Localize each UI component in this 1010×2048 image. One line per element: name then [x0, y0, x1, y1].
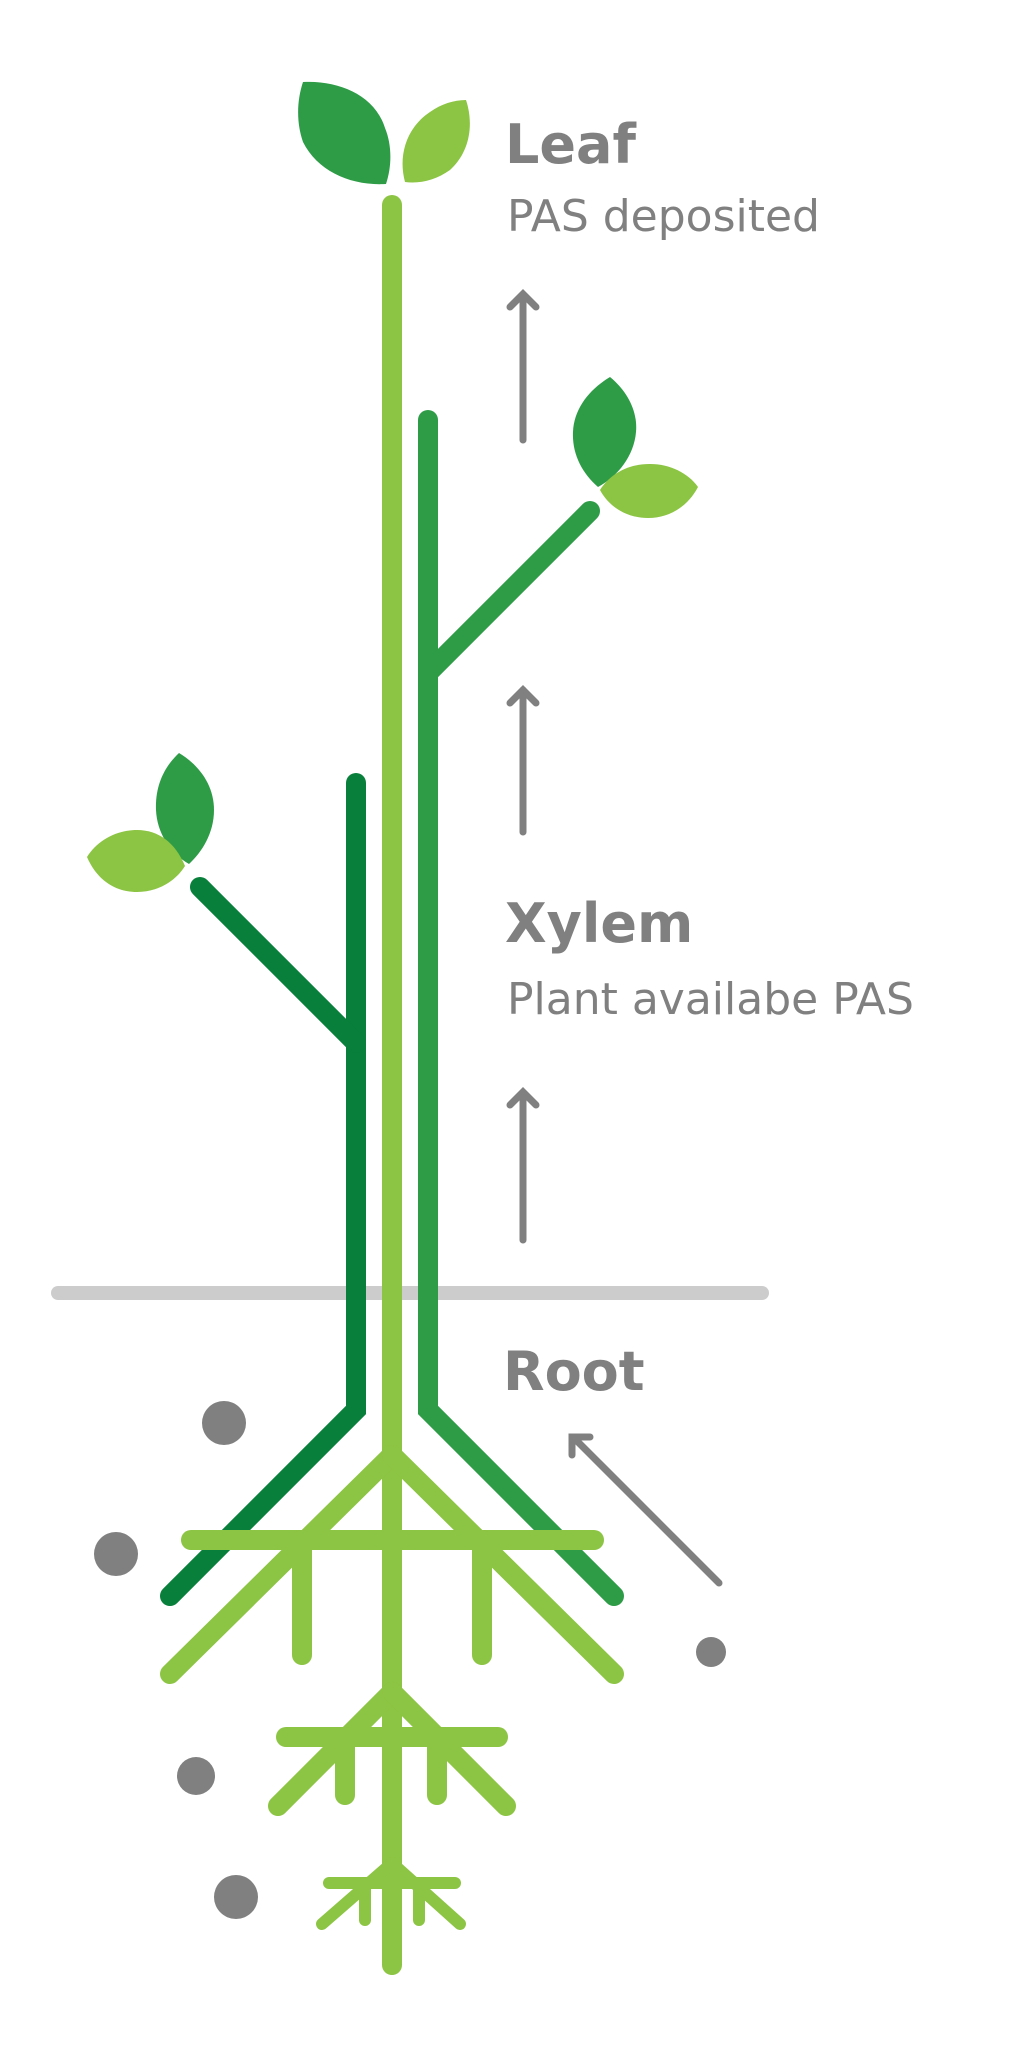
leaf-title: Leaf	[505, 113, 636, 176]
soil-particles	[94, 1401, 726, 1919]
dark-green-stem	[160, 773, 366, 1606]
lower-root-branches	[316, 1857, 466, 1930]
top-right-leaf	[402, 100, 470, 183]
soil-particle	[202, 1401, 246, 1445]
xylem-title: Xylem	[505, 892, 693, 955]
soil-particle	[214, 1875, 258, 1919]
upward-arrows	[506, 289, 723, 1587]
left-branch-dark-leaf	[155, 753, 214, 864]
xylem-subtitle: Plant availabe PAS	[507, 974, 914, 1025]
left-branch-light-leaf	[87, 830, 185, 892]
soil-particle	[177, 1757, 215, 1795]
root-title: Root	[503, 1340, 645, 1403]
top-left-leaf	[298, 81, 391, 185]
main-stem-and-roots	[160, 195, 624, 1975]
right-branch-dark-leaf	[572, 377, 637, 487]
soil-particle	[94, 1532, 138, 1576]
soil-particle	[696, 1637, 726, 1667]
right-branch-light-leaf	[600, 464, 698, 518]
leaf-subtitle: PAS deposited	[507, 191, 820, 242]
